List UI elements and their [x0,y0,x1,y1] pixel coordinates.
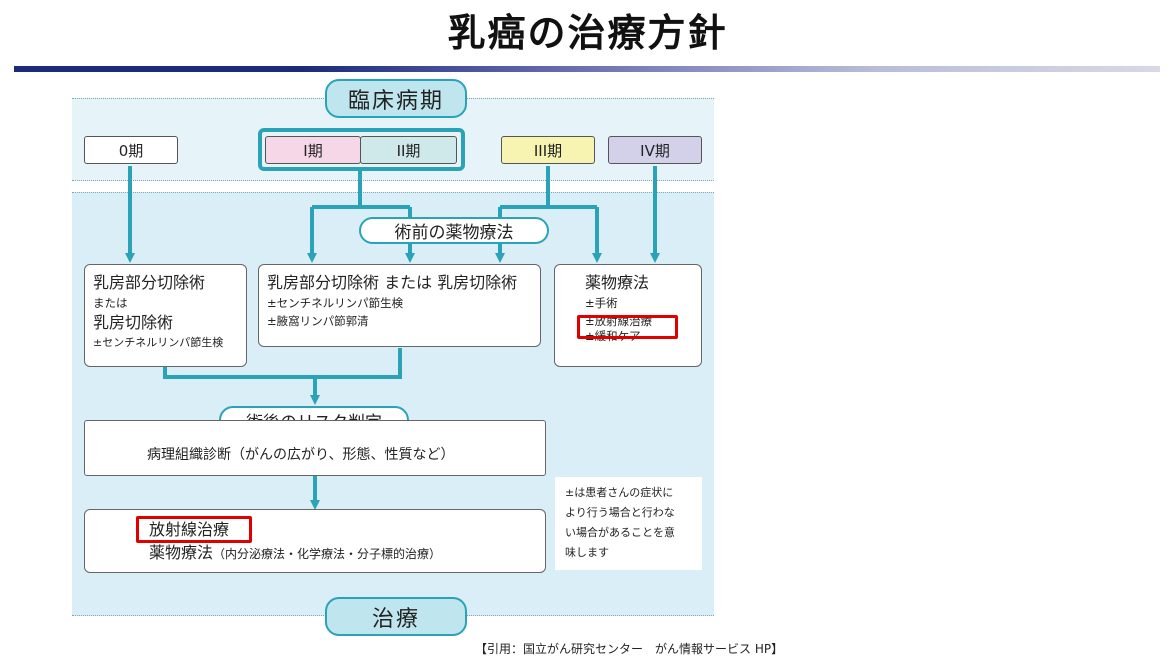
stage-4-label: IV期 [608,136,702,164]
highlight-radiation-final [136,516,252,543]
final-line2: 薬物療法 [149,543,214,562]
treatment-header: 治療 [325,597,467,636]
left-box-line4: ±センチネルリンパ節生検 [93,336,224,349]
stage-1-label: I期 [265,136,361,164]
note-line-4: 味します [565,546,609,559]
title-underline [14,66,1160,72]
note-line-1: ±は患者さんの症状に [565,486,674,499]
left-box-line2: または [93,296,128,310]
middle-box-line3: ±腋窩リンパ節郭清 [267,314,369,328]
right-box-line1: 薬物療法 [585,273,650,292]
surgery-box-middle: 乳房部分切除術 または 乳房切除術 ±センチネルリンパ節生検 ±腋窩リンパ節郭清 [258,264,541,347]
middle-box-line2: ±センチネルリンパ節生検 [267,296,404,310]
pathology-text: 病理組織診断（がんの広がり、形態、性質など） [147,447,455,463]
final-line2-row: 薬物療法（内分泌療法・化学療法・分子標的治療） [149,543,545,563]
highlight-radiation-right [577,315,678,339]
final-line1: 放射線治療 [149,520,230,539]
middle-box-line1: 乳房部分切除術 または 乳房切除術 [267,273,518,292]
stage-2-label: II期 [360,136,457,164]
note-box: ±は患者さんの症状に より行う場合と行わな い場合があることを意 味します [555,477,702,570]
slide-title: 乳癌の治療方針 [447,11,728,55]
stage-3-label: III期 [501,136,595,164]
right-box-line2: ±手術 [585,296,618,310]
left-box-line1: 乳房部分切除術 [93,273,206,292]
connector-merge [163,348,402,379]
citation-text: 【引用：国立がん研究センター がん情報サービス HP】 [475,642,784,656]
preop-drug-therapy-label: 術前の薬物療法 [359,217,549,244]
note-line-3: い場合があることを意 [565,526,675,539]
pathology-box: 病理組織診断（がんの広がり、形態、性質など） [84,420,546,476]
left-box-line3: 乳房切除術 [93,313,174,332]
stage-0-label: 0期 [84,136,178,164]
surgery-box-left: 乳房部分切除術 または 乳房切除術 ±センチネルリンパ節生検 [84,264,247,367]
final-line2-detail: （内分泌療法・化学療法・分子標的治療） [213,547,442,561]
note-line-2: より行う場合と行わな [565,506,675,519]
clinical-stage-header: 臨床病期 [325,79,467,118]
